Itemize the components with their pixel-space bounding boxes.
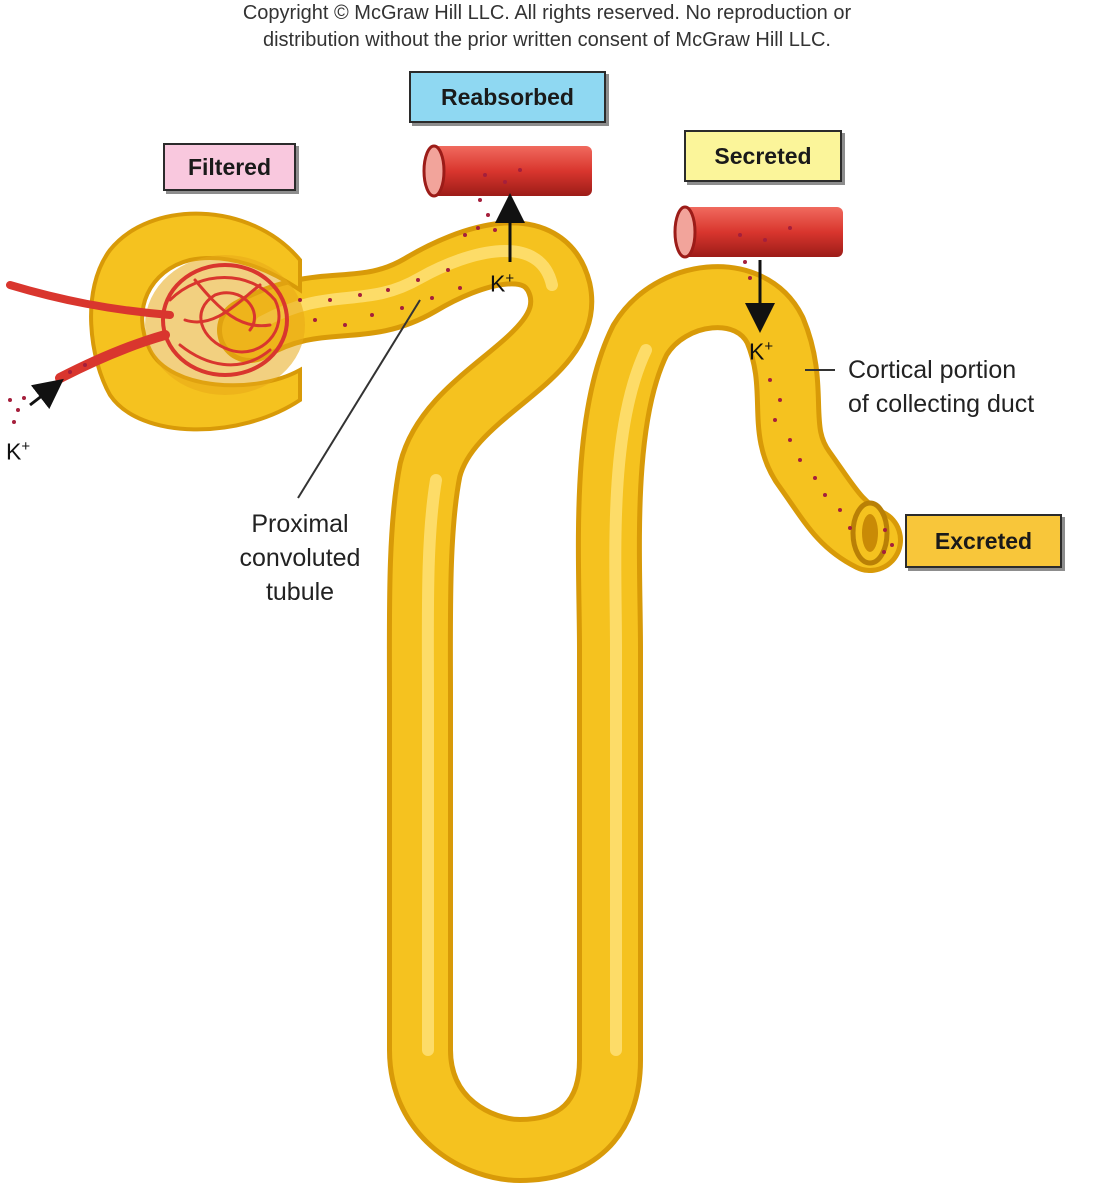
leader-lines <box>297 299 835 499</box>
duct-lumen <box>862 514 878 552</box>
filtration-arrow <box>29 378 64 410</box>
tubule-body <box>222 225 898 1178</box>
proximal-label-line-1: Proximal <box>251 510 349 538</box>
k-ion-secreted: K+ <box>749 338 774 365</box>
reabsorb-vessel-end <box>422 144 446 198</box>
cortical-label-line-1: Cortical portion <box>848 356 1017 384</box>
transport-arrows <box>29 193 775 410</box>
cortical-label-line-2: of collecting duct <box>848 390 1035 418</box>
filtered-tag: Filtered <box>163 143 296 191</box>
potassium-dots <box>8 168 894 554</box>
glomerulus <box>6 263 289 383</box>
secreted-tag: Secreted <box>684 130 842 182</box>
proximal-label-line-3: tubule <box>265 578 335 606</box>
afferent-arteriole <box>6 281 174 319</box>
glomerular-capsule <box>89 211 302 432</box>
tubule-highlight <box>256 245 652 1056</box>
proximal-tubule-label: Proximal convoluted tubule <box>225 507 375 609</box>
cortical-duct-label: Cortical portion of collecting duct <box>848 353 1034 421</box>
reabsorb-vessel <box>432 146 592 196</box>
copyright-line-1: Copyright © McGraw Hill LLC. All rights … <box>242 2 852 24</box>
peritubular-vessels <box>422 144 843 259</box>
proximal-leader <box>297 299 421 499</box>
k-ion-filtered: K+ <box>6 438 31 465</box>
secrete-vessel-end <box>673 205 697 259</box>
k-ion-reabsorbed: K+ <box>490 270 515 297</box>
proximal-label-line-2: convoluted <box>239 544 361 572</box>
excreted-tag: Excreted <box>905 514 1062 568</box>
copyright-notice: Copyright © McGraw Hill LLC. All rights … <box>0 0 1094 54</box>
secrete-vessel <box>683 207 843 257</box>
reabsorbed-tag: Reabsorbed <box>409 71 606 123</box>
copyright-line-2: distribution without the prior written c… <box>262 29 831 51</box>
